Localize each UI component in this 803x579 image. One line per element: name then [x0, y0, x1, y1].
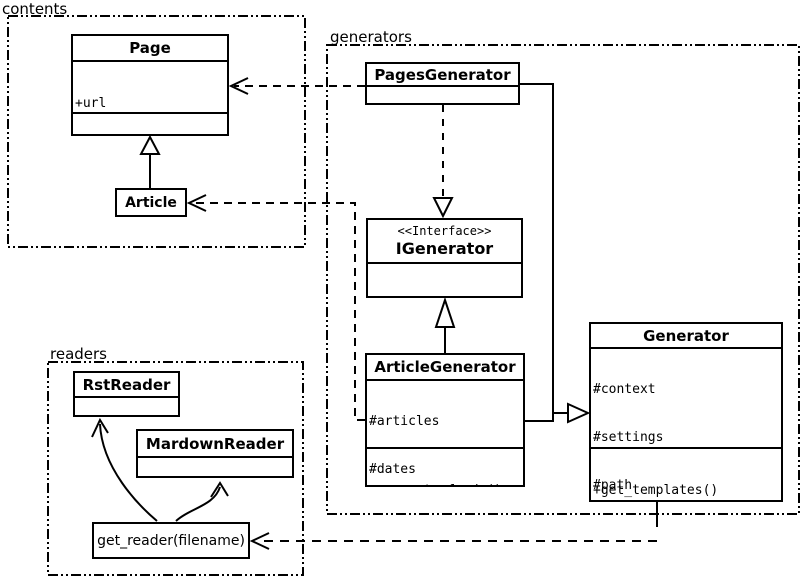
class-pagesgenerator-title: PagesGenerator — [374, 65, 511, 84]
attribute: +url — [75, 96, 107, 111]
class-article-title: Article — [125, 194, 177, 211]
class-article: Article — [115, 188, 187, 217]
class-markdownreader-methods: +read() — [138, 456, 292, 476]
class-articlegenerator-attributes: #articles #dates #tags #categories — [367, 379, 523, 477]
dependency-articlegenerator-article-line — [193, 202, 365, 421]
package-label-contents: contents — [2, 0, 68, 18]
class-markdownreader-title: MardownReader — [145, 434, 285, 453]
method: +generate_feeds() — [369, 483, 523, 485]
package-label-generators: generators — [330, 28, 412, 46]
class-igenerator-methods: +generate_context() +generate_output() — [368, 262, 521, 298]
realization-pagesgenerator-igenerator-triangle-icon — [432, 197, 454, 219]
attribute: #context — [593, 382, 656, 397]
class-generator-methods: +get_templates() +get_files(path,exclude… — [591, 447, 781, 500]
attribute: #settings — [593, 430, 664, 445]
association-getreader-markdownreader-arrow-icon — [210, 481, 229, 498]
inheritance-article-page-triangle-icon — [139, 134, 161, 155]
class-rstreader-methods: +read() — [75, 396, 178, 415]
function-get-reader: get_reader(filename) — [92, 522, 250, 559]
package-generators-border — [326, 44, 800, 515]
association-getreader-rstreader-arrow-icon — [91, 417, 109, 438]
class-generator-title: Generator — [643, 326, 729, 345]
class-generator-attributes: #context #settings #path #theme #output_… — [591, 347, 781, 493]
class-articlegenerator: ArticleGenerator #articles #dates #tags … — [365, 353, 525, 487]
class-page-attributes: +url +slug +summary — [73, 60, 227, 112]
dependency-articlegenerator-article-arrow-icon — [186, 194, 207, 212]
inheritance-pagesgenerator-generator-line — [520, 83, 567, 414]
dependency-pagesgenerator-page-arrow-icon — [228, 77, 249, 95]
package-readers-border — [47, 361, 304, 576]
class-rstreader-title: RstReader — [82, 375, 171, 394]
class-igenerator: <<Interface>> IGenerator +generate_conte… — [366, 218, 523, 298]
method: +get_templates() — [593, 483, 719, 498]
association-getreader-rstreader-line — [99, 423, 158, 522]
dependency-generator-getreader-arrow-icon — [249, 532, 270, 550]
package-contents-border — [7, 15, 306, 248]
package-label-readers: readers — [50, 345, 107, 363]
class-page: Page +url +slug +summary +check_properti… — [71, 34, 229, 136]
class-articlegenerator-methods: +generate_feeds() +generate_pages() — [367, 447, 523, 485]
attribute: #path — [593, 478, 633, 493]
class-rstreader: RstReader +read() — [73, 371, 180, 417]
class-generator: Generator #context #settings #path #them… — [589, 322, 783, 502]
class-page-title: Page — [129, 39, 171, 57]
attribute: #dates — [369, 462, 416, 477]
method: +generate_context() — [370, 297, 521, 298]
class-igenerator-header: <<Interface>> IGenerator — [368, 220, 521, 262]
class-pagesgenerator-attributes: #pages — [367, 85, 518, 103]
class-pagesgenerator: PagesGenerator #pages — [365, 62, 520, 105]
class-page-methods: +check_properties() — [73, 112, 227, 134]
inheritance-articlegenerator-igenerator-triangle-icon — [434, 296, 456, 328]
function-get-reader-label: get_reader(filename) — [97, 532, 245, 549]
class-articlegenerator-title: ArticleGenerator — [374, 358, 516, 376]
class-igenerator-stereotype: <<Interface>> — [397, 224, 492, 238]
inheritance-articlegenerator-generator-line — [525, 413, 554, 422]
attribute: #articles — [369, 414, 440, 429]
class-markdownreader: MardownReader +read() — [136, 429, 294, 478]
association-getreader-markdownreader-line — [175, 486, 221, 522]
class-igenerator-title: IGenerator — [395, 239, 494, 258]
inheritance-generator-triangle-icon — [567, 402, 591, 424]
